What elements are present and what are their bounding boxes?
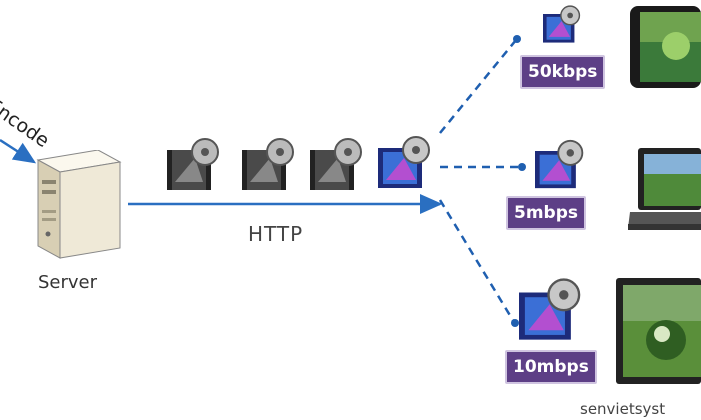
branch-to-10mbps [438,199,516,323]
smartphone-icon [630,6,701,88]
laptop-icon [628,148,701,230]
watermark-text: senvietsyst [580,400,666,418]
bitrate-badge-50kbps: 50kbps [520,55,606,89]
bitrate-badge-5mbps: 5mbps [506,196,586,230]
video-segment-gray-icon [167,138,219,190]
video-segment-gray-icon [242,138,294,190]
bitrate-badge-10mbps: 10mbps [505,350,597,384]
video-segment-colored-icon [543,5,581,43]
video-segment-colored-icon [535,139,584,189]
http-label: HTTP [248,222,304,246]
video-segment-colored-icon [378,136,430,188]
video-segment-colored-icon [519,278,581,340]
branch-dot-top [513,35,521,43]
branch-to-50kbps [439,39,517,134]
branch-dot-middle [518,163,526,171]
server-label: Server [38,272,98,293]
server-tower-icon [36,150,122,259]
monitor-icon [616,278,701,384]
video-segment-gray-icon [310,138,362,190]
branch-dot-bottom [511,319,519,327]
encode-arrow [0,138,37,164]
